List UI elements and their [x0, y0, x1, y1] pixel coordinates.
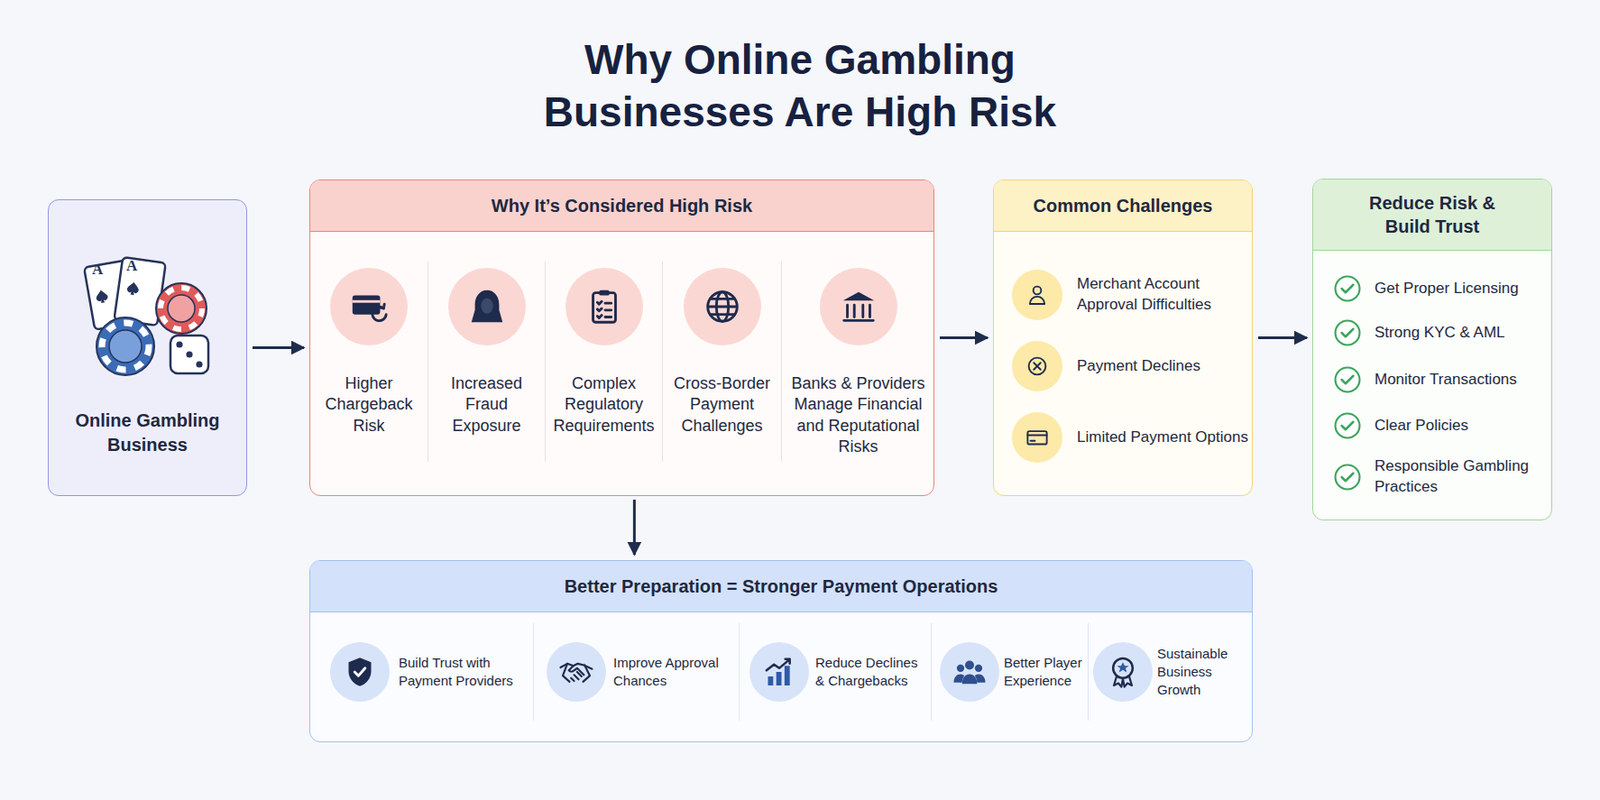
panel-heading: Common Challenges	[1033, 193, 1214, 218]
risk-column: Higher Chargeback Risk	[310, 261, 428, 462]
badge-icon	[1104, 653, 1141, 690]
icon-circle	[683, 267, 762, 346]
icon-circle	[330, 642, 390, 702]
check-icon	[1332, 461, 1363, 493]
panel-heading: Why It’s Considered High Risk	[491, 193, 753, 218]
panel-box: Common ChallengesMerchant Account Approv…	[993, 179, 1253, 497]
panel-box: Reduce Risk & Build TrustGet Proper Lice…	[1312, 178, 1553, 521]
item-label: Improve Approval Chances	[613, 653, 736, 691]
card2-icon	[1023, 423, 1051, 451]
risk-column: Increased Fraud Exposure	[427, 261, 545, 462]
bank-icon	[837, 285, 880, 328]
icon-circle	[939, 642, 1000, 702]
item-label: Reduce Declines & Chargebacks	[815, 653, 929, 691]
icon-circle	[1011, 412, 1063, 463]
item-label: Better Player Experience	[1003, 653, 1086, 691]
clip-icon	[583, 285, 626, 328]
panel-box: Better Preparation = Stronger Payment Op…	[309, 560, 1253, 743]
item-label: Get Proper Licensing	[1374, 278, 1548, 300]
panel-header: Common Challenges	[993, 180, 1252, 232]
panel-box: Why It’s Considered High RiskHigher Char…	[309, 179, 935, 497]
panel-header: Better Preparation = Stronger Payment Op…	[310, 560, 1252, 613]
item-label: Cross-Border Payment Challenges	[666, 373, 778, 437]
item-label: Merchant Account Approval Difficulties	[1076, 274, 1249, 316]
icon-circle	[448, 267, 526, 346]
icon-circle	[819, 267, 898, 346]
icon-circle	[546, 642, 607, 702]
benefit-column: Reduce Declines & Chargebacks	[738, 623, 931, 721]
chart-icon	[761, 653, 798, 690]
flow-arrow	[633, 499, 636, 555]
risk-column: Cross-Border Payment Challenges	[662, 261, 782, 462]
panel-heading: Reduce Risk & Build Trust	[1345, 191, 1519, 239]
item-label: Limited Payment Options	[1076, 427, 1249, 449]
check-icon	[1332, 317, 1363, 349]
icon-holder	[1332, 364, 1363, 396]
risk-column: Banks & Providers Manage Financial and R…	[781, 261, 935, 462]
item-label: Strong KYC & AML	[1374, 322, 1548, 344]
check-icon	[1332, 273, 1363, 304]
benefit-column: Better Player Experience	[930, 623, 1088, 721]
item-label: Banks & Providers Manage Financial and R…	[785, 373, 931, 459]
icon-circle	[565, 267, 644, 346]
icon-circle	[1011, 269, 1063, 321]
icon-holder	[1332, 410, 1363, 442]
icon-circle	[749, 642, 810, 702]
panel-header: Reduce Risk & Build Trust	[1313, 179, 1552, 251]
hand-icon	[558, 653, 595, 690]
globe-icon	[701, 285, 744, 328]
card-letter: A	[126, 257, 138, 274]
item-label: Clear Policies	[1374, 415, 1548, 437]
item-label: Sustainable Business Growth	[1157, 644, 1250, 700]
icon-holder	[1332, 461, 1363, 493]
risk-column: Complex Regulatory Requirements	[544, 261, 663, 462]
hacker-icon	[466, 285, 508, 328]
diagram-title: Why Online Gambling Businesses Are High …	[466, 34, 1134, 138]
benefit-column: Sustainable Business Growth	[1087, 623, 1252, 721]
icon-circle	[1011, 340, 1063, 392]
panel-heading: Better Preparation = Stronger Payment Op…	[564, 574, 999, 598]
shield-icon	[341, 653, 378, 690]
item-label: Payment Declines	[1076, 356, 1249, 378]
benefit-column: Build Trust with Payment Providers	[310, 623, 534, 721]
icon-circle	[1093, 642, 1153, 702]
check-icon	[1332, 364, 1363, 396]
item-label: Higher Chargeback Risk	[313, 373, 424, 437]
benefit-column: Improve Approval Chances	[533, 623, 739, 721]
panel-header: Why It’s Considered High Risk	[310, 180, 934, 232]
check-icon	[1332, 410, 1363, 442]
item-label: Build Trust with Payment Providers	[398, 653, 530, 691]
item-label: Responsible Gambling Practices	[1374, 456, 1548, 498]
process-box: Online Gambling Business A A	[47, 199, 248, 497]
card-icon	[348, 285, 390, 328]
icon-holder	[1332, 273, 1363, 304]
xc-icon	[1023, 352, 1051, 380]
icon-circle	[330, 267, 408, 346]
item-label: Monitor Transactions	[1374, 369, 1548, 391]
card-letter: A	[91, 261, 103, 277]
item-label: Increased Fraud Exposure	[432, 373, 542, 437]
flow-arrow	[1258, 336, 1307, 340]
item-label: Complex Regulatory Requirements	[549, 373, 659, 437]
node-label: Online Gambling Business	[57, 408, 238, 458]
icon-holder	[1332, 317, 1363, 349]
user-icon	[1023, 281, 1051, 309]
flow-arrow	[252, 346, 304, 350]
flow-arrow	[939, 336, 988, 340]
people-icon	[951, 653, 988, 690]
